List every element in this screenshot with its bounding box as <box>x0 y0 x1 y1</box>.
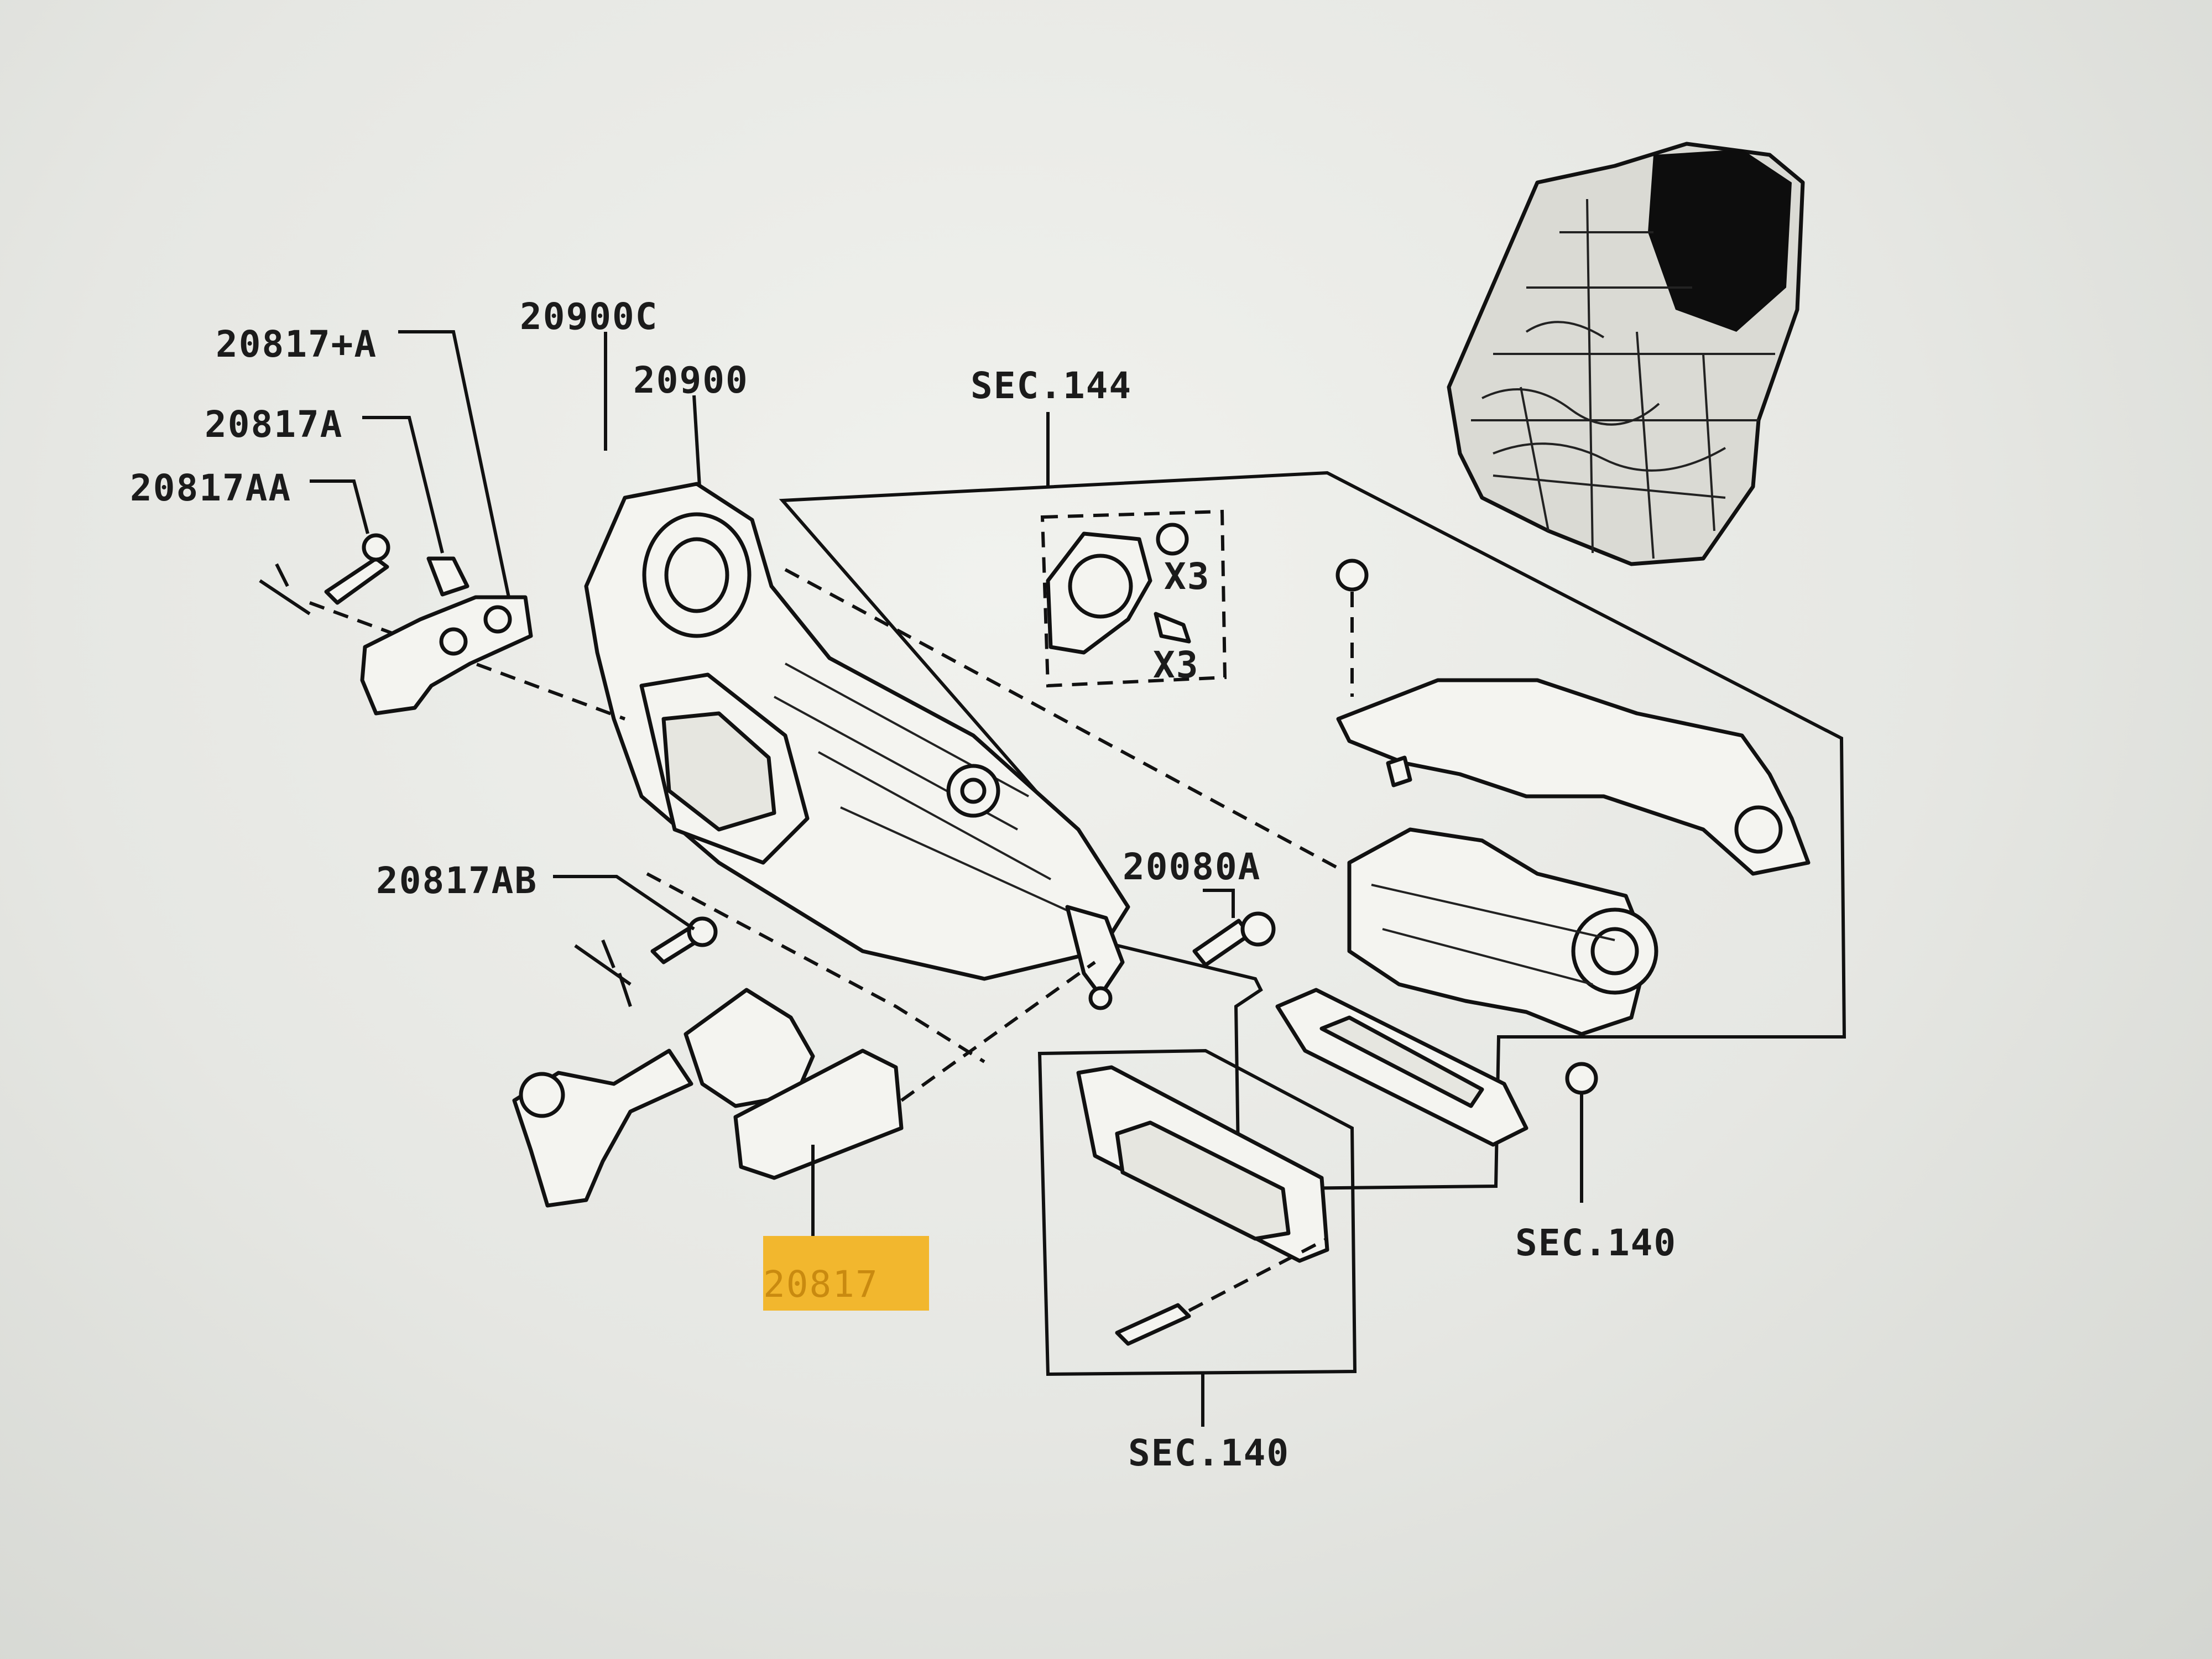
catalytic-converter <box>584 482 1130 1010</box>
label-sec140-bottom[interactable]: SEC.140 <box>1128 1432 1290 1474</box>
highlight-box <box>763 1236 929 1311</box>
lower-bracket <box>512 916 1096 1208</box>
label-x3-bottom: X3 <box>1153 644 1199 686</box>
turbocharger <box>1347 827 1658 1036</box>
label-20817aa[interactable]: 20817AA <box>130 467 291 509</box>
exhaust-manifold <box>1335 559 1811 876</box>
leader-lines <box>310 330 1235 1241</box>
gasket-kit <box>1040 509 1227 688</box>
label-20817ab[interactable]: 20817AB <box>376 859 538 902</box>
label-20817a[interactable]: 20817A <box>205 403 343 446</box>
label-x3-top: X3 <box>1164 555 1210 598</box>
upper-bracket <box>259 533 533 716</box>
centerline-bottom <box>646 872 985 1063</box>
stud-20080a <box>1192 911 1276 967</box>
turbo-gasket <box>1275 988 1598 1203</box>
label-20817-highlighted[interactable]: 20817 <box>763 1263 879 1306</box>
label-20900c[interactable]: 20900C <box>520 295 658 338</box>
centerline-right <box>784 568 1339 870</box>
label-20817-plus-a[interactable]: 20817+A <box>216 323 377 366</box>
sec140-box <box>1037 1048 1357 1427</box>
label-20900[interactable]: 20900 <box>633 359 749 401</box>
engine-thumbnail <box>1447 142 1805 566</box>
label-20080a[interactable]: 20080A <box>1123 846 1261 888</box>
label-sec144[interactable]: SEC.144 <box>971 364 1132 407</box>
label-sec140-right[interactable]: SEC.140 <box>1515 1222 1677 1264</box>
